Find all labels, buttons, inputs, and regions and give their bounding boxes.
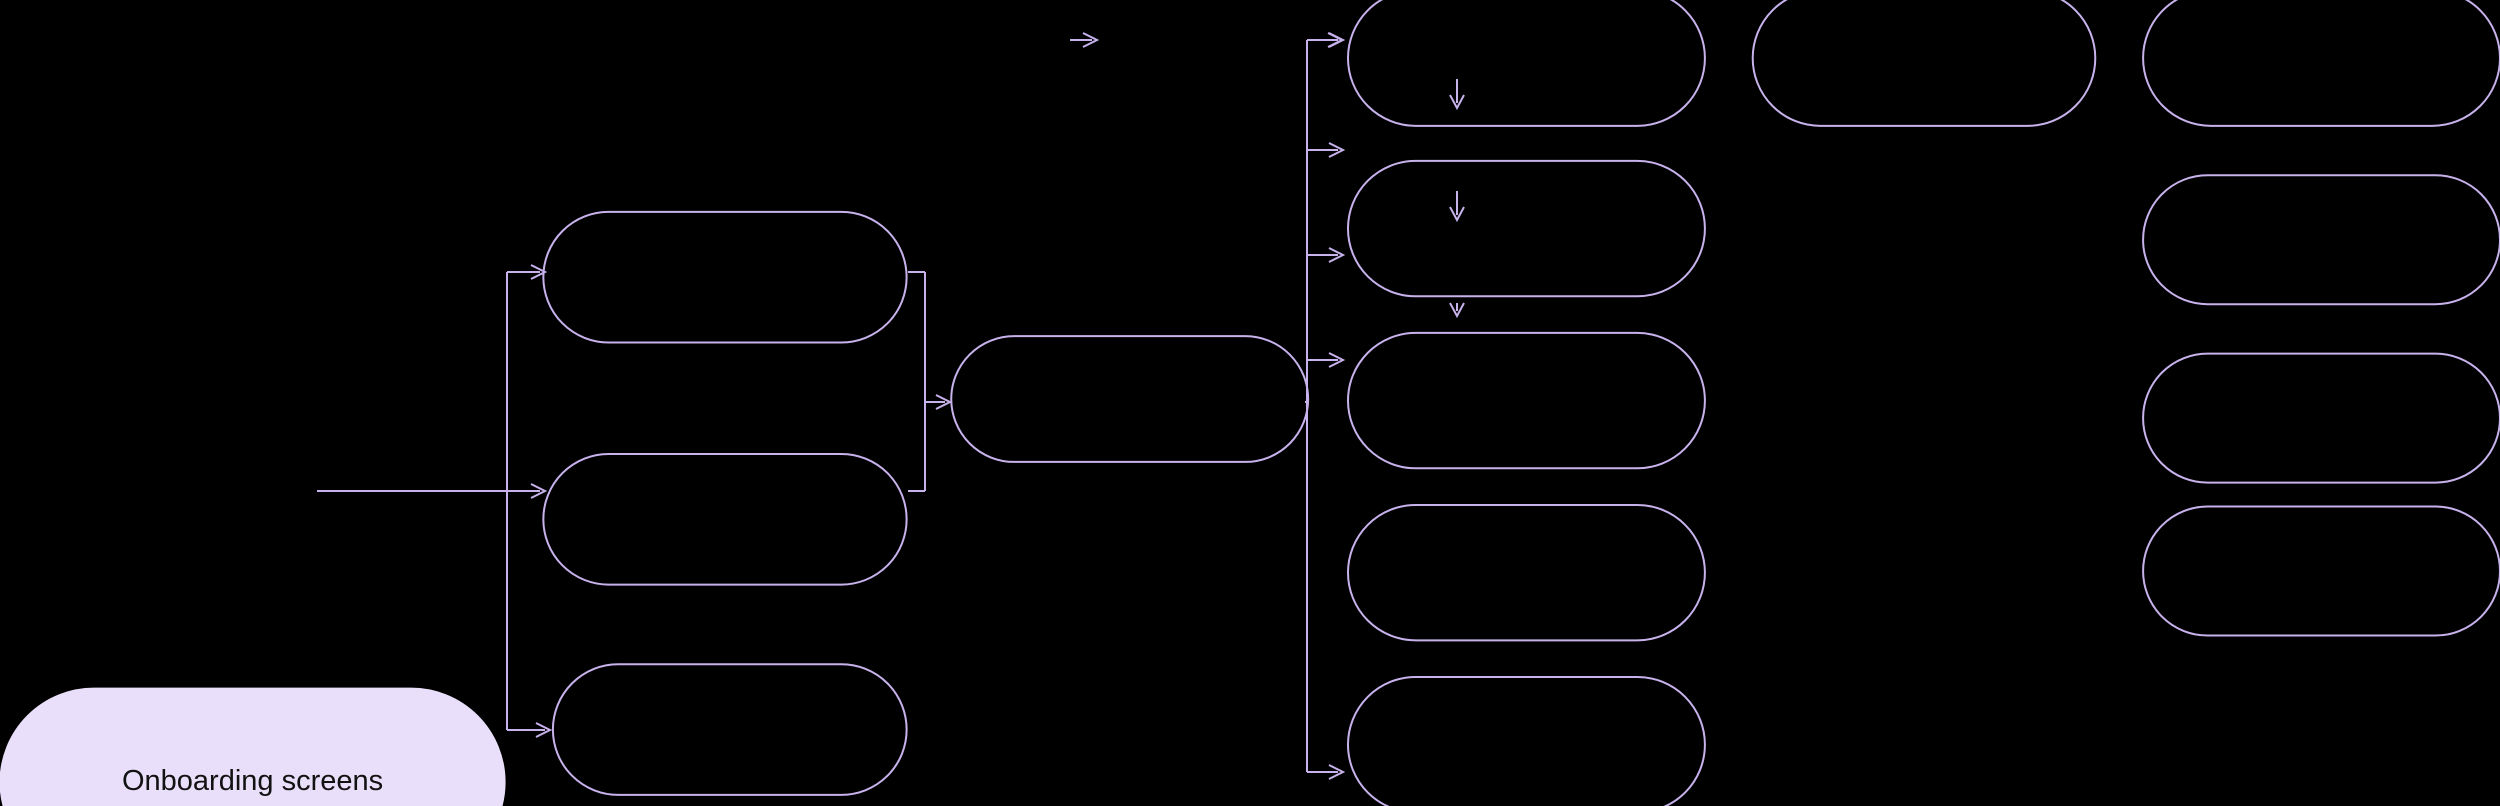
- node-c1n2[interactable]: [542, 452, 908, 586]
- arrowhead-c3n4: [1328, 352, 1346, 368]
- arrowhead-r4: [1449, 302, 1465, 319]
- arrowhead-center: [935, 394, 953, 410]
- node-root-label: Onboarding screens: [122, 765, 383, 797]
- node-c1n1-shape[interactable]: [542, 210, 908, 344]
- node-c3n2-shape[interactable]: [1346, 159, 1706, 298]
- node-c1n1[interactable]: [542, 210, 908, 344]
- node-r2[interactable]: [2142, 174, 2500, 306]
- node-r3-shape[interactable]: [2142, 352, 2500, 484]
- node-top2-shape[interactable]: [1751, 0, 2097, 127]
- node-c3n2[interactable]: [1346, 159, 1706, 298]
- arrowhead-r3: [1449, 206, 1465, 223]
- arrowhead-top2: [1082, 32, 1100, 48]
- node-root[interactable]: Onboarding screens: [0, 687, 506, 806]
- node-root-shape[interactable]: [0, 687, 506, 806]
- node-center-shape[interactable]: [950, 335, 1310, 463]
- node-c3n4-shape[interactable]: [1346, 503, 1706, 642]
- node-r4[interactable]: [2142, 505, 2500, 637]
- node-c3n5[interactable]: [1347, 675, 1706, 806]
- node-c3n5-shape[interactable]: [1347, 675, 1706, 806]
- node-c3n3[interactable]: [1346, 331, 1706, 470]
- edge-layer: [317, 32, 1465, 780]
- arrowhead-c1n2: [530, 483, 548, 499]
- arrowhead-c1n1: [530, 264, 548, 280]
- node-c3n1-shape[interactable]: [1347, 0, 1706, 127]
- arrowhead-c3n3: [1328, 247, 1346, 263]
- node-c1n3-shape[interactable]: [551, 663, 908, 796]
- node-r1-shape[interactable]: [2142, 0, 2500, 127]
- node-r1[interactable]: [2142, 0, 2500, 127]
- node-c1n2-shape[interactable]: [542, 452, 908, 586]
- arrowhead-c1n3: [535, 722, 553, 738]
- arrowhead-r1: [1327, 32, 1345, 48]
- node-r3[interactable]: [2142, 352, 2500, 484]
- node-center[interactable]: [950, 335, 1310, 463]
- node-top2[interactable]: [1751, 0, 2097, 127]
- arrowhead-c3n2: [1328, 142, 1346, 158]
- node-r2-shape[interactable]: [2142, 174, 2500, 306]
- arrowhead-c3n5: [1328, 764, 1346, 780]
- arrowhead-r2: [1449, 94, 1465, 111]
- node-c1n3[interactable]: [551, 663, 908, 796]
- node-r4-shape[interactable]: [2142, 505, 2500, 637]
- node-c3n3-shape[interactable]: [1346, 331, 1706, 470]
- node-c3n4[interactable]: [1346, 503, 1706, 642]
- node-c3n1[interactable]: [1347, 0, 1706, 127]
